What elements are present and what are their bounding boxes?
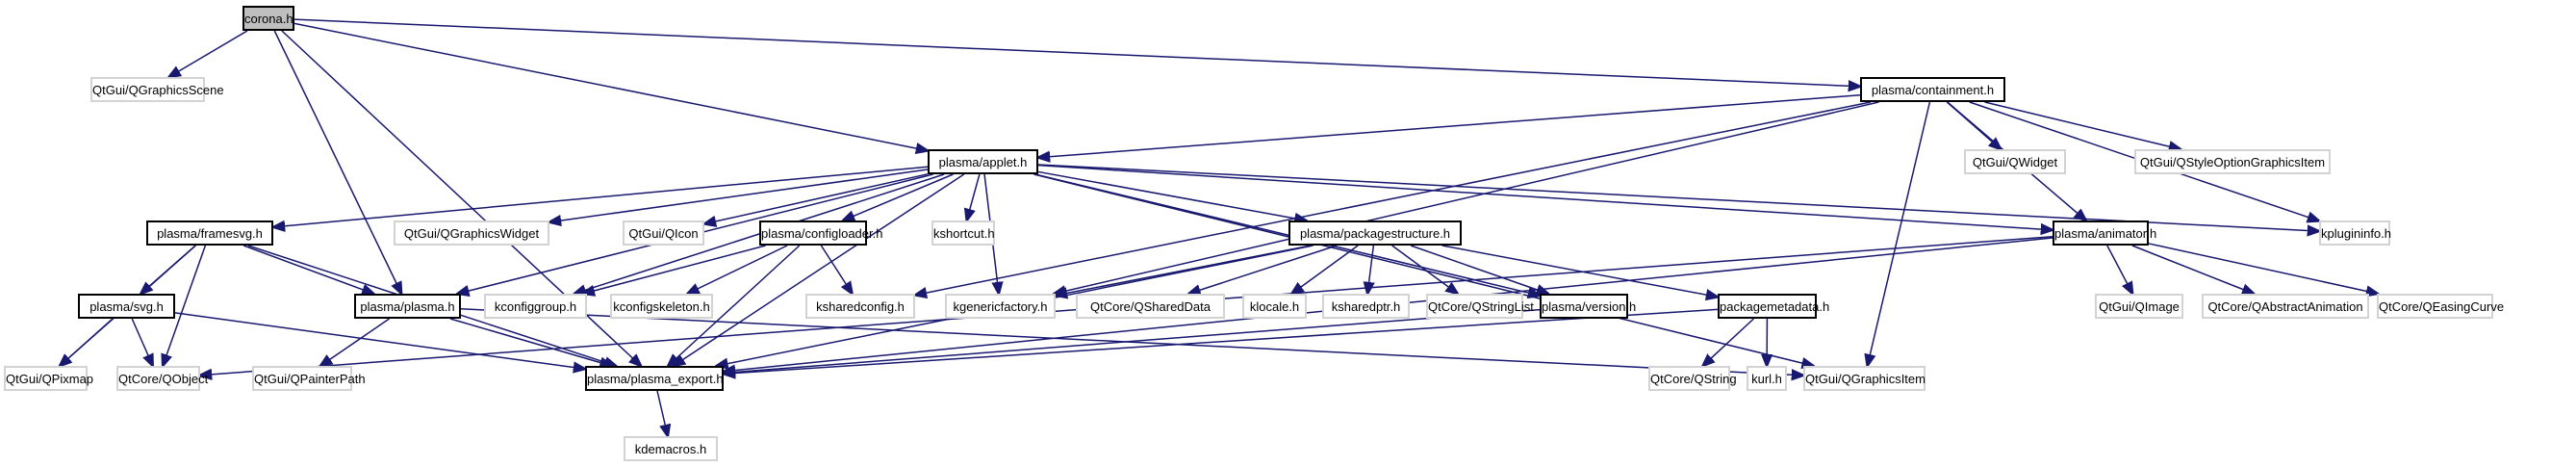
edge-plasma-export-to-kdemacros (656, 390, 668, 436)
edge-plasma-to-qpainterpath (320, 318, 390, 366)
edge-containment-to-kgenericfactory (1054, 101, 1879, 294)
node-svg[interactable]: plasma/svg.h (78, 294, 175, 319)
node-configloader[interactable]: plasma/configloader.h (759, 221, 882, 246)
node-kconfigskeleton: kconfigskeleton.h (610, 294, 713, 319)
edge-applet-to-configloader (843, 173, 954, 221)
edge-packagestructure-to-qshareddata (1188, 245, 1338, 294)
edge-configloader-to-kconfigskeleton (687, 245, 788, 294)
edge-svg-to-qpixmap (60, 318, 114, 366)
node-qgraphicsitem: QtGui/QGraphicsItem (1803, 366, 1926, 391)
node-qshareddata: QtCore/QSharedData (1076, 294, 1225, 319)
edge-corona-to-qgraphicsscene (169, 30, 248, 77)
edge-corona-to-containment (293, 18, 1860, 87)
edge-applet-to-animator (1037, 164, 2053, 230)
node-qeasingcurve: QtCore/QEasingCurve (2377, 294, 2504, 319)
edge-applet-to-packagestructure (1037, 170, 1306, 221)
node-qgraphicswidget: QtGui/QGraphicsWidget (394, 221, 549, 246)
edge-packagestructure-to-version (1410, 245, 1548, 294)
node-corona: corona.h (242, 6, 294, 31)
node-version[interactable]: plasma/version.h (1540, 294, 1636, 319)
node-qobject: QtCore/QObject (116, 366, 208, 391)
edge-configloader-to-ksharedconfig (820, 245, 852, 294)
edge-plasma-to-plasma-export (449, 318, 612, 366)
node-framesvg[interactable]: plasma/framesvg.h (146, 221, 273, 246)
node-plasma-export[interactable]: plasma/plasma_export.h (585, 366, 724, 391)
node-qpixmap: QtGui/QPixmap (4, 366, 93, 391)
edge-packagemetadata-to-plasma-export (724, 308, 1719, 374)
node-qgraphicsscene: QtGui/QGraphicsScene (90, 77, 224, 102)
node-qabstractanimation: QtCore/QAbstractAnimation (2202, 294, 2369, 319)
edge-containment-to-qgraphicsitem (1868, 101, 1931, 366)
node-qstringlist: QtCore/QStringList (1426, 294, 1534, 319)
edge-applet-to-qicon (704, 173, 929, 224)
edge-packagestructure-to-qstringlist (1391, 245, 1458, 294)
edge-framesvg-to-plasma (242, 245, 373, 294)
edge-applet-to-qgraphicsitem (1033, 173, 1813, 366)
node-ksharedptr: ksharedptr.h (1322, 294, 1410, 319)
node-animator[interactable]: plasma/animator.h (2053, 221, 2156, 246)
edge-plasma-to-qgraphicsitem (460, 307, 1803, 376)
node-kdemacros: kdemacros.h (624, 436, 718, 461)
edge-svg-to-qobject (131, 318, 153, 366)
edge-applet-to-plasma-export (674, 173, 965, 366)
node-packagemetadata[interactable]: packagemetadata.h (1718, 294, 1829, 319)
edge-framesvg-to-qobject (163, 245, 207, 366)
edge-corona-to-plasma-export (281, 30, 641, 366)
edge-animator-to-qabstractanimation (2131, 245, 2254, 294)
node-kplugininfo: kplugininfo.h (2319, 221, 2391, 246)
node-plasma[interactable]: plasma/plasma.h (354, 294, 461, 319)
node-qimage: QtGui/QImage (2095, 294, 2183, 319)
edge-packagestructure-to-klocale (1291, 245, 1359, 294)
node-qpainterpath: QtGui/QPainterPath (252, 366, 366, 391)
edge-corona-to-applet (293, 22, 928, 150)
node-qwidget: QtGui/QWidget (1964, 149, 2066, 174)
edge-packagestructure-to-packagemetadata (1441, 245, 1718, 297)
node-kgenericfactory: kgenericfactory.h (945, 294, 1056, 319)
node-qicon: QtGui/QIcon (623, 221, 704, 246)
edge-containment-to-qstyleoption (1984, 101, 2181, 149)
edge-animator-to-qeasingcurve (2148, 243, 2378, 294)
node-applet[interactable]: plasma/applet.h (928, 149, 1038, 174)
node-klocale: klocale.h (1242, 294, 1307, 319)
edge-packagestructure-to-ksharedptr (1367, 245, 1373, 294)
edge-containment-to-ksharedconfig (915, 101, 1872, 295)
edge-packagemetadata-to-qstring (1703, 318, 1754, 366)
node-qstring: QtCore/QString (1648, 366, 1737, 391)
edge-applet-to-qgraphicswidget (549, 169, 929, 222)
edge-configloader-to-plasma-export (668, 245, 801, 366)
edge-containment-to-applet (1038, 93, 1861, 158)
edge-applet-to-kshortcut (967, 173, 981, 221)
node-ksharedconfig: ksharedconfig.h (805, 294, 915, 319)
node-kshortcut: kshortcut.h (931, 221, 995, 246)
node-kurl: kurl.h (1747, 366, 1787, 391)
edge-svg-to-plasma-export (174, 312, 585, 369)
edge-configloader-to-kconfiggroup (583, 245, 766, 294)
edge-version-to-plasma-export (724, 308, 1541, 374)
node-containment[interactable]: plasma/containment.h (1860, 77, 2005, 102)
edge-corona-to-plasma (273, 30, 401, 294)
edge-applet-to-framesvg (273, 166, 929, 227)
node-kconfiggroup: kconfiggroup.h (484, 294, 587, 319)
node-packagestructure[interactable]: plasma/packagestructure.h (1288, 221, 1462, 246)
edge-animator-to-qimage (2106, 245, 2132, 294)
node-qstyleoption: QtGui/QStyleOptionGraphicsItem (2134, 149, 2331, 174)
